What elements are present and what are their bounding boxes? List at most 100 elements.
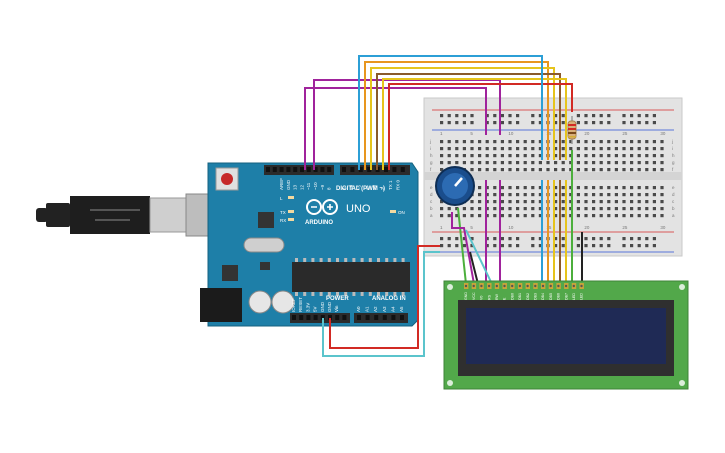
breadboard-hole[interactable] — [607, 147, 611, 151]
rail-hole[interactable] — [630, 114, 634, 118]
header-hole[interactable] — [272, 167, 277, 172]
rail-hole[interactable] — [599, 237, 603, 241]
breadboard-hole[interactable] — [645, 161, 649, 165]
rail-hole[interactable] — [440, 121, 444, 125]
breadboard-hole[interactable] — [630, 200, 634, 204]
breadboard-hole[interactable] — [599, 214, 603, 218]
rail-hole[interactable] — [630, 237, 634, 241]
header-hole[interactable] — [313, 167, 318, 172]
breadboard-hole[interactable] — [523, 200, 527, 204]
breadboard-hole[interactable] — [493, 140, 497, 144]
rail-hole[interactable] — [470, 114, 474, 118]
breadboard-hole[interactable] — [554, 193, 558, 197]
breadboard-hole[interactable] — [462, 214, 466, 218]
breadboard-hole[interactable] — [652, 140, 656, 144]
rail-hole[interactable] — [652, 237, 656, 241]
rail-hole[interactable] — [592, 121, 596, 125]
breadboard-hole[interactable] — [554, 140, 558, 144]
header-hole[interactable] — [313, 315, 318, 320]
rail-hole[interactable] — [645, 244, 649, 248]
breadboard-hole[interactable] — [614, 193, 618, 197]
breadboard-hole[interactable] — [516, 186, 520, 190]
breadboard-hole[interactable] — [470, 214, 474, 218]
breadboard-hole[interactable] — [561, 214, 565, 218]
breadboard-hole[interactable] — [569, 147, 573, 151]
breadboard-hole[interactable] — [569, 200, 573, 204]
breadboard-hole[interactable] — [561, 193, 565, 197]
breadboard-hole[interactable] — [637, 214, 641, 218]
breadboard-hole[interactable] — [531, 147, 535, 151]
breadboard-hole[interactable] — [516, 161, 520, 165]
breadboard-hole[interactable] — [455, 140, 459, 144]
header-hole[interactable] — [328, 315, 332, 320]
rail-hole[interactable] — [516, 114, 520, 118]
header-hole[interactable] — [299, 315, 304, 320]
breadboard-hole[interactable] — [538, 200, 542, 204]
breadboard-hole[interactable] — [660, 200, 664, 204]
rail-hole[interactable] — [538, 114, 542, 118]
rail-hole[interactable] — [576, 121, 580, 125]
breadboard-hole[interactable] — [478, 140, 482, 144]
rail-hole[interactable] — [622, 121, 626, 125]
rail-hole[interactable] — [584, 244, 588, 248]
breadboard-hole[interactable] — [538, 154, 542, 158]
breadboard-hole[interactable] — [440, 168, 444, 172]
breadboard-hole[interactable] — [478, 207, 482, 211]
rail-hole[interactable] — [637, 114, 641, 118]
rail-hole[interactable] — [493, 114, 497, 118]
header-hole[interactable] — [365, 315, 370, 320]
breadboard-hole[interactable] — [576, 200, 580, 204]
breadboard-hole[interactable] — [652, 161, 656, 165]
breadboard-hole[interactable] — [576, 214, 580, 218]
breadboard-hole[interactable] — [455, 154, 459, 158]
breadboard-hole[interactable] — [523, 214, 527, 218]
breadboard-hole[interactable] — [538, 193, 542, 197]
breadboard-hole[interactable] — [462, 140, 466, 144]
breadboard-hole[interactable] — [523, 140, 527, 144]
breadboard-hole[interactable] — [652, 186, 656, 190]
rail-hole[interactable] — [455, 244, 459, 248]
breadboard-hole[interactable] — [470, 147, 474, 151]
rail-hole[interactable] — [561, 244, 565, 248]
breadboard-hole[interactable] — [538, 186, 542, 190]
breadboard-hole[interactable] — [447, 207, 451, 211]
breadboard-hole[interactable] — [470, 207, 474, 211]
breadboard-hole[interactable] — [622, 140, 626, 144]
rail-hole[interactable] — [576, 114, 580, 118]
rail-hole[interactable] — [508, 237, 512, 241]
breadboard-hole[interactable] — [554, 161, 558, 165]
breadboard-hole[interactable] — [599, 186, 603, 190]
breadboard-hole[interactable] — [622, 147, 626, 151]
breadboard-hole[interactable] — [637, 154, 641, 158]
breadboard-hole[interactable] — [607, 214, 611, 218]
breadboard-hole[interactable] — [462, 147, 466, 151]
rail-hole[interactable] — [500, 114, 504, 118]
rail-hole[interactable] — [599, 244, 603, 248]
breadboard-hole[interactable] — [538, 140, 542, 144]
rail-hole[interactable] — [554, 237, 558, 241]
header-hole[interactable] — [400, 315, 404, 320]
rail-hole[interactable] — [622, 114, 626, 118]
breadboard-hole[interactable] — [447, 154, 451, 158]
breadboard-hole[interactable] — [614, 147, 618, 151]
breadboard-hole[interactable] — [470, 200, 474, 204]
power-header[interactable] — [290, 313, 350, 323]
rail-hole[interactable] — [584, 114, 588, 118]
breadboard-hole[interactable] — [531, 154, 535, 158]
breadboard-hole[interactable] — [493, 161, 497, 165]
breadboard-hole[interactable] — [440, 214, 444, 218]
breadboard-hole[interactable] — [485, 147, 489, 151]
breadboard-hole[interactable] — [645, 207, 649, 211]
breadboard-hole[interactable] — [538, 168, 542, 172]
breadboard-hole[interactable] — [584, 161, 588, 165]
breadboard-hole[interactable] — [637, 161, 641, 165]
breadboard-hole[interactable] — [592, 214, 596, 218]
rail-hole[interactable] — [607, 121, 611, 125]
breadboard-hole[interactable] — [599, 168, 603, 172]
rail-hole[interactable] — [592, 237, 596, 241]
breadboard-hole[interactable] — [584, 193, 588, 197]
breadboard-hole[interactable] — [622, 154, 626, 158]
header-hole[interactable] — [293, 167, 298, 172]
rail-hole[interactable] — [645, 237, 649, 241]
breadboard-hole[interactable] — [584, 140, 588, 144]
